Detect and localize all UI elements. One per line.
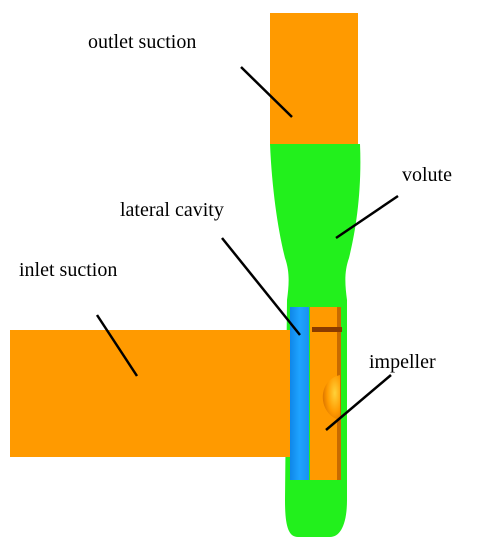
outlet-suction-label: outlet suction [88, 31, 196, 53]
inlet-suction-label: inlet suction [19, 259, 117, 281]
volute-label: volute [402, 164, 452, 186]
impeller-label: impeller [369, 351, 436, 373]
lateral-cavity [290, 307, 309, 480]
lateral-cavity-label: lateral cavity [120, 199, 224, 221]
impeller-hub [322, 375, 340, 420]
impeller-blade [312, 327, 342, 332]
impeller-leader [325, 374, 392, 431]
volute-leader [335, 194, 399, 240]
lateral-cavity-leader [221, 237, 301, 336]
inlet-suction-pipe [10, 330, 292, 457]
outlet-suction-pipe [270, 13, 358, 144]
inlet-suction-leader [95, 314, 139, 377]
outlet-suction-leader [240, 66, 293, 118]
